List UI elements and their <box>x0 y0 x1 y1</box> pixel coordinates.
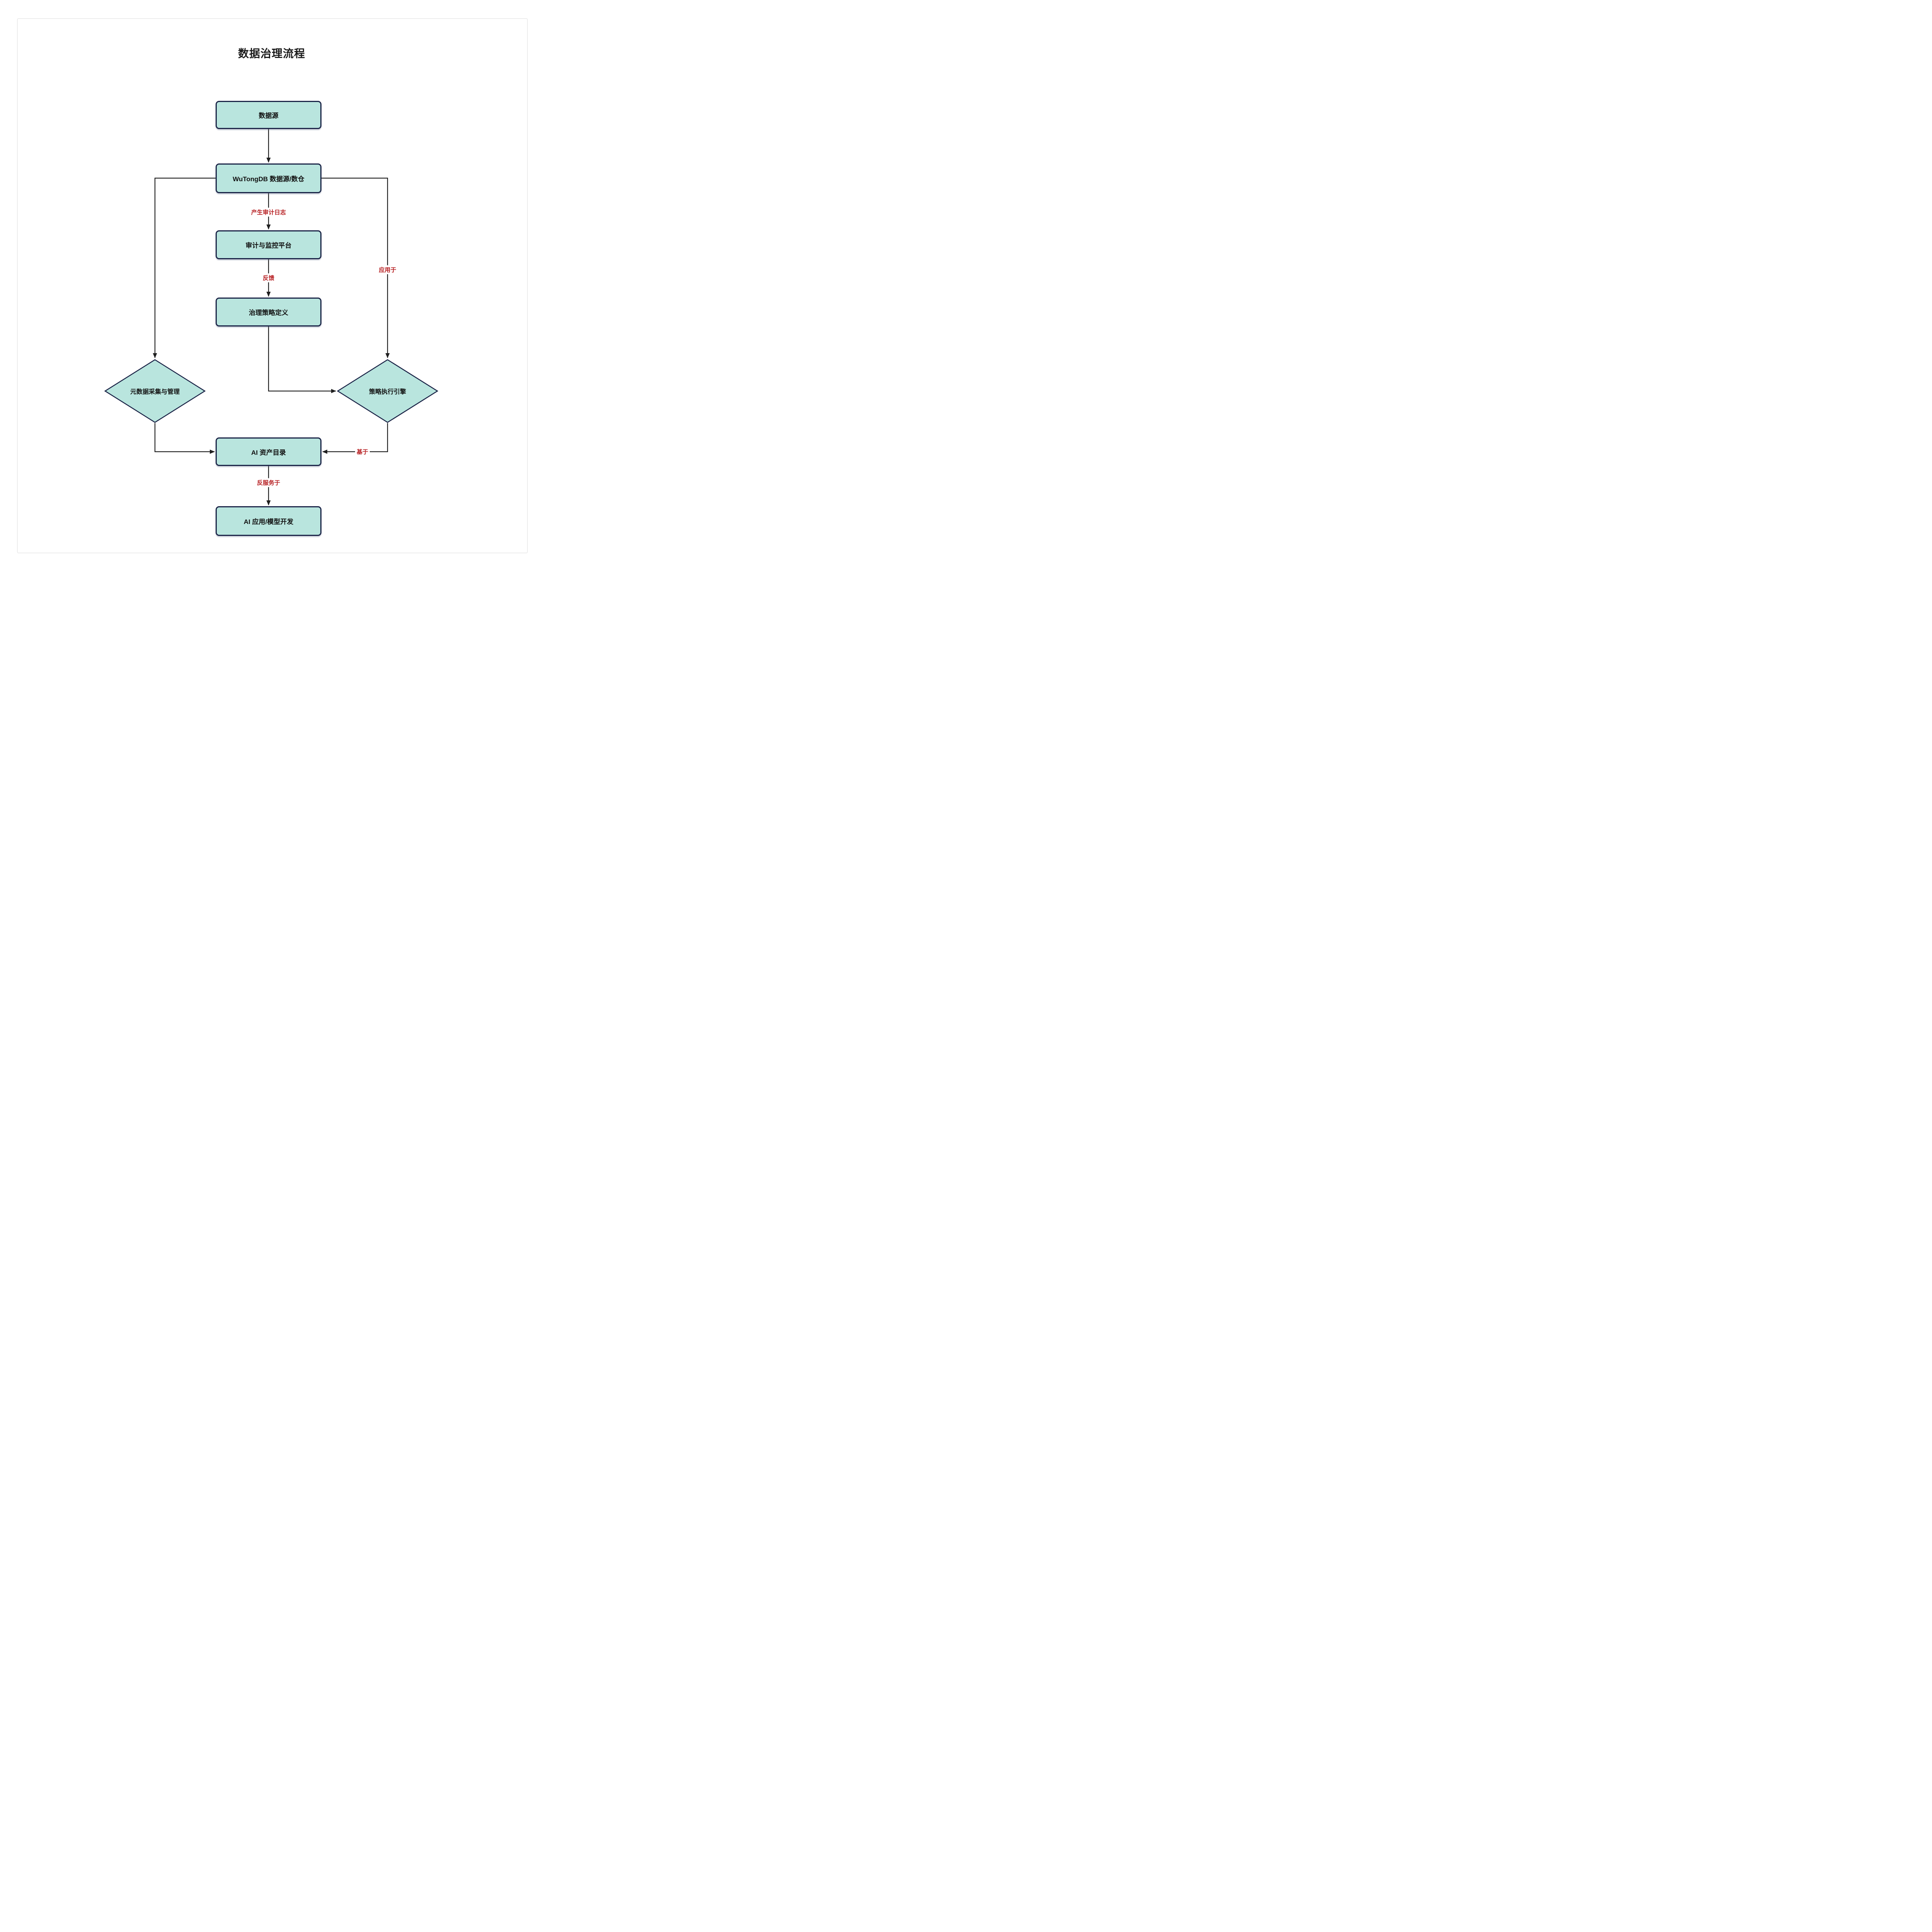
node-policy-engine-label: 策略执行引擎 <box>369 389 406 395</box>
edge-label-serves: 反服务于 <box>255 478 282 487</box>
node-ai-asset-catalog-label: AI 资产目录 <box>251 449 286 456</box>
edge-label-based-on: 基于 <box>355 447 370 456</box>
node-wutongdb: WuTongDB 数据源/数仓 <box>216 163 321 193</box>
edge-label-audit-log: 产生审计日志 <box>249 207 288 217</box>
node-wutongdb-label: WuTongDB 数据源/数仓 <box>233 175 304 183</box>
node-ai-asset-catalog: AI 资产目录 <box>216 437 321 466</box>
node-metadata-management: 元数据采集与管理 <box>104 359 206 423</box>
node-audit-platform-label: 审计与监控平台 <box>245 242 292 249</box>
node-metadata-management-label: 元数据采集与管理 <box>130 389 180 395</box>
flowchart-canvas: 数据治理流程 数据源 WuTongDB 数据源/数仓 审计与监控平台 治理策略定… <box>0 0 544 571</box>
diagram-title: 数据治理流程 <box>238 48 306 60</box>
node-policy-engine: 策略执行引擎 <box>337 359 438 423</box>
node-data-source: 数据源 <box>216 101 321 129</box>
node-policy-definition: 治理策略定义 <box>216 298 321 327</box>
diamond-shape <box>337 359 438 423</box>
node-ai-app-dev-label: AI 应用/模型开发 <box>243 518 294 526</box>
node-audit-platform: 审计与监控平台 <box>216 230 321 259</box>
edge-policydef-to-engine <box>268 327 336 393</box>
edge-wutongdb-to-engine <box>321 177 390 358</box>
node-data-source-label: 数据源 <box>259 112 279 119</box>
edge-label-feedback: 反馈 <box>261 273 276 282</box>
diamond-shape <box>104 359 206 423</box>
edge-engine-to-catalog <box>322 423 388 454</box>
edge-label-applied-to: 应用于 <box>377 265 398 274</box>
edge-wutongdb-to-metadata <box>153 177 216 358</box>
node-ai-app-dev: AI 应用/模型开发 <box>216 506 321 536</box>
node-policy-definition-label: 治理策略定义 <box>249 309 288 316</box>
edge-metadata-to-catalog <box>154 423 215 454</box>
